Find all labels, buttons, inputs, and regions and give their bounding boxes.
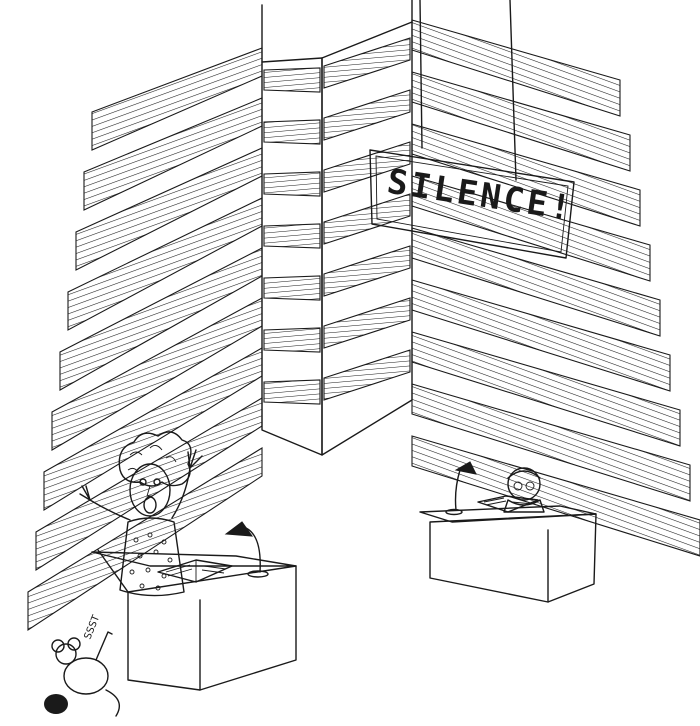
pillar-bookshelves	[263, 37, 411, 405]
right-bookshelves	[411, 19, 700, 557]
book-row	[263, 171, 321, 197]
book-row	[411, 435, 700, 557]
reader-book	[477, 495, 539, 513]
librarian-desk	[91, 521, 297, 691]
book-row	[263, 67, 321, 93]
book-row	[323, 89, 411, 141]
book-row	[411, 383, 691, 502]
book-row	[323, 37, 411, 89]
desk-lamp-right	[445, 461, 477, 516]
central-pillar	[261, 0, 413, 456]
reader-desk	[419, 461, 597, 603]
book-row	[263, 327, 321, 353]
book-row	[323, 245, 411, 297]
mouse-sound-text: SSST	[83, 613, 103, 641]
librarian	[79, 431, 203, 597]
book-row	[263, 275, 321, 301]
book-row	[263, 223, 321, 249]
book-row	[323, 297, 411, 349]
book-row	[263, 119, 321, 145]
book-row	[323, 193, 411, 245]
book-row	[263, 379, 321, 405]
left-bookshelves	[27, 47, 263, 632]
open-book	[157, 559, 233, 583]
desk-lamp	[224, 521, 269, 578]
book-row	[323, 349, 411, 401]
book-row	[27, 447, 263, 632]
mouse: SSST	[44, 613, 120, 717]
